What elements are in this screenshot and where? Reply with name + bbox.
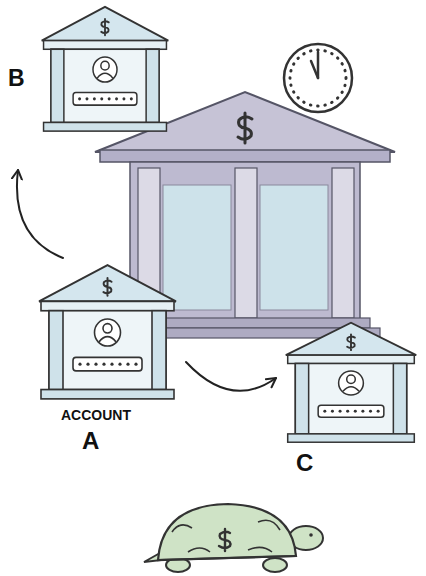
password-dot [100,97,103,100]
password-dot [361,410,364,413]
password-dot [118,362,121,365]
bank-building-icon [38,4,172,134]
account-label: A [82,428,99,454]
account-label: C [296,450,313,476]
password-dot [323,410,326,413]
building-body [51,49,159,122]
password-dot [130,97,133,100]
bank-account-node: C [282,320,420,445]
shell-pattern [172,520,280,552]
building-column [393,364,406,434]
bank-column [332,168,354,318]
building-cornice [288,355,415,363]
user-head [103,324,112,333]
password-dot [78,362,81,365]
bank-column [235,168,257,318]
flow-arrow [17,170,63,258]
password-dot [86,362,89,365]
building-roof [42,7,169,41]
password-dot [339,410,342,413]
user-shoulders [99,337,116,342]
building-column [152,311,166,390]
building-base [44,122,167,131]
user-head [347,375,356,383]
building-cornice [44,41,167,50]
password-dot [369,410,372,413]
user-shoulders [343,387,359,392]
user-icon [339,371,364,395]
clock-hand [311,61,318,78]
bank-building-icon [35,262,180,402]
building-body [49,311,166,390]
shell-rim [158,556,296,560]
bank-account-node: ACCOUNTA [35,262,180,402]
password-dot [94,362,97,365]
password-dot [93,97,96,100]
turtle-illustration [144,504,323,572]
user-shoulders [97,73,113,78]
dollar-symbol [101,19,108,35]
clock-face [284,44,352,112]
password-dot [331,410,334,413]
user-icon [95,319,121,346]
user-head [101,61,109,70]
dollar-symbol [347,334,355,350]
bank-window [163,185,231,310]
password-dot [86,97,89,100]
flow-arrow [186,362,276,391]
password-field [318,405,384,417]
bank-cornice [100,150,390,162]
user-icon [93,57,117,82]
password-dot [110,362,113,365]
password-dot [102,362,105,365]
building-column [146,49,159,122]
building-body [295,364,406,434]
password-dot [346,410,349,413]
building-cornice [41,301,174,310]
password-dot [126,362,129,365]
password-dot [122,97,125,100]
dollar-symbol [238,113,252,143]
password-dot [377,410,380,413]
building-column [295,364,308,434]
bank-account-node: B [38,4,172,134]
account-label: ACCOUNT [61,408,131,423]
bank-building-icon [282,320,420,445]
password-dot [115,97,118,100]
turtle-leg [263,558,287,572]
password-field [73,357,142,370]
turtle-shell [158,504,296,560]
password-dot [108,97,111,100]
building-column [51,49,64,122]
building-roof [39,265,176,301]
password-dot [354,410,357,413]
building-base [41,390,174,399]
clock-ticks [290,50,346,106]
building-column [49,311,63,390]
turtle-eye [309,533,313,537]
password-dot [78,97,81,100]
bank-window [260,185,328,310]
dollar-symbol [103,278,111,296]
building-roof [286,323,416,355]
dollar-symbol [219,529,230,551]
building-base [288,434,415,442]
password-field [73,93,137,106]
account-label: B [8,66,25,91]
password-dot [134,362,137,365]
